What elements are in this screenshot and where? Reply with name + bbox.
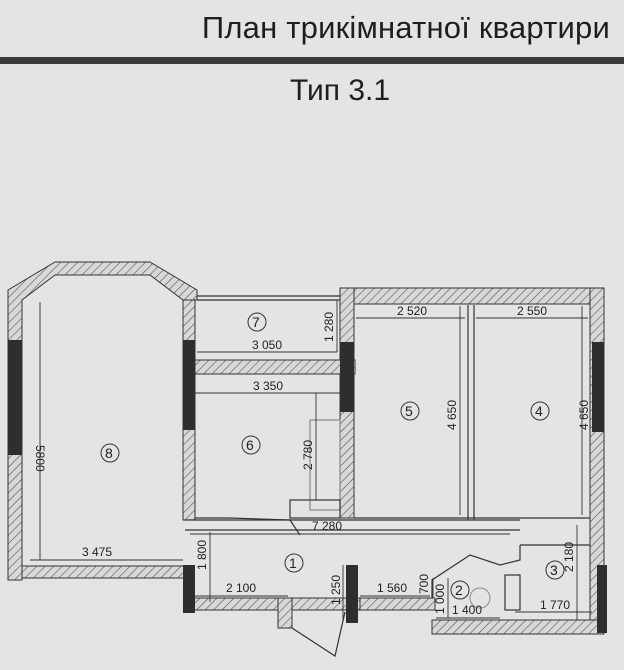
room-number-3: 3 <box>550 562 558 578</box>
hall-pillar-left <box>183 565 195 613</box>
dark-wall-segments <box>8 340 607 633</box>
bath-bottom-wall <box>431 619 605 635</box>
dim-bath-height: 1 000 <box>433 584 447 614</box>
room8-window-left <box>8 340 22 455</box>
room-numbers: 8 7 6 5 4 1 2 3 <box>105 314 558 598</box>
room8-outer-wall <box>7 261 198 581</box>
interior-lines <box>185 295 590 657</box>
dim-room7-width: 3 050 <box>252 338 282 352</box>
dim-bath-width: 1 400 <box>452 603 482 617</box>
room4-window <box>592 342 604 432</box>
dim-room6-height: 2 780 <box>301 440 315 470</box>
top-wall-rooms <box>339 287 605 305</box>
dimension-labels: 5800 3 475 3 050 1 280 3 350 2 780 2 520… <box>33 304 591 617</box>
dim-room4-height: 4 650 <box>577 400 591 430</box>
room-markers <box>100 312 565 600</box>
dim-room6-width: 3 350 <box>253 379 283 393</box>
hall-bottom-wall-right <box>359 597 436 611</box>
room-number-7: 7 <box>252 314 260 330</box>
dim-corridor: 7 280 <box>312 519 342 533</box>
page-title: План трикімнатної квартири <box>201 10 610 45</box>
room-number-4: 4 <box>535 403 543 419</box>
dim-hall-width: 2 100 <box>226 581 256 595</box>
dim-room4-width: 2 550 <box>517 304 547 318</box>
room8-bottom-wall <box>21 565 185 579</box>
room8-window-right <box>183 340 195 430</box>
room-number-2: 2 <box>455 582 463 598</box>
room-number-5: 5 <box>405 403 413 419</box>
plan-type: Тип 3.1 <box>289 74 391 107</box>
dim-room5-width: 2 520 <box>397 304 427 318</box>
dim-room8-width: 3 475 <box>82 545 112 559</box>
dim-room7-height: 1 280 <box>322 312 336 342</box>
entry-wall-stub <box>277 597 293 629</box>
title-divider <box>0 57 624 64</box>
hall-pillar-right <box>346 565 358 623</box>
dim-hall-height: 1 800 <box>195 540 209 570</box>
dim-entry: 1 250 <box>329 575 343 605</box>
room-number-1: 1 <box>289 555 297 571</box>
room3-window <box>597 565 607 633</box>
dimension-lines <box>30 300 592 622</box>
dim-hall-side: 1 560 <box>377 581 407 595</box>
room5-window <box>340 342 354 412</box>
room-number-8: 8 <box>105 445 113 461</box>
dim-room3-height: 2 180 <box>562 542 576 572</box>
dim-room3-width: 1 770 <box>540 598 570 612</box>
dim-room5-height: 4 650 <box>445 400 459 430</box>
dim-bath-niche: 700 <box>417 574 431 594</box>
dim-room8-height: 5800 <box>33 445 47 472</box>
balcony-kitchen-wall <box>194 359 356 375</box>
room-number-6: 6 <box>246 437 254 453</box>
